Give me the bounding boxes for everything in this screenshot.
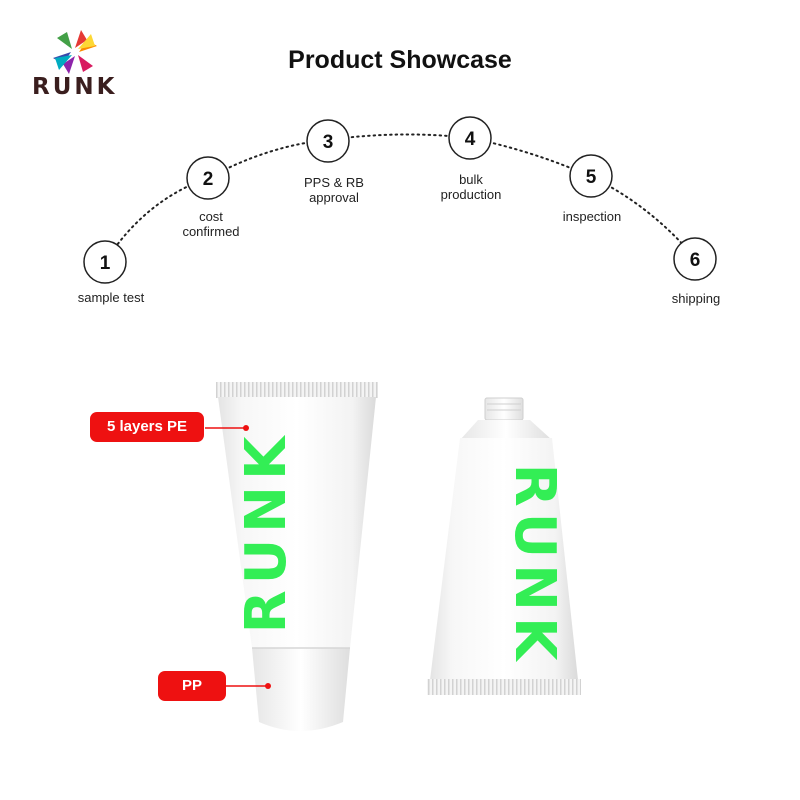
tubes-illustration: RUNK RUNK <box>205 382 581 731</box>
step-3-marker: 3 <box>306 119 350 163</box>
step-5-number: 5 <box>586 167 597 188</box>
step-5-marker: 5 <box>569 154 613 198</box>
brand-logo-icon <box>53 30 97 74</box>
step-2-number: 2 <box>203 169 214 190</box>
cap-material-tag: PP <box>158 671 226 701</box>
brand-logo-text: RUNK <box>32 74 118 100</box>
step-1-label: sample test <box>77 290 145 305</box>
inverted-tube: RUNK <box>427 397 581 695</box>
step-4-label: bulk production <box>440 172 502 202</box>
step-1-number: 1 <box>100 253 111 274</box>
page-title: Product Showcase <box>288 46 512 74</box>
step-1-marker: 1 <box>83 240 127 284</box>
standing-tube-brand-print: RUNK <box>234 431 299 634</box>
body-material-tag: 5 layers PE <box>90 412 204 442</box>
step-3-number: 3 <box>323 132 334 153</box>
step-4-number: 4 <box>465 129 476 150</box>
step-2-label: cost confirmed <box>182 209 240 239</box>
step-6-label: shipping <box>671 291 721 306</box>
step-3-label: PPS & RB approval <box>304 175 364 205</box>
standing-tube: RUNK <box>216 382 378 731</box>
inverted-tube-brand-print: RUNK <box>502 464 567 667</box>
step-6-number: 6 <box>690 250 701 271</box>
step-4-marker: 4 <box>448 116 492 160</box>
step-6-marker: 6 <box>673 237 717 281</box>
step-5-label: inspection <box>562 209 622 224</box>
process-arc-dotted-line <box>104 133 696 263</box>
process-steps-diagram: 1 2 3 4 5 6 <box>83 116 717 284</box>
step-2-marker: 2 <box>186 156 230 200</box>
